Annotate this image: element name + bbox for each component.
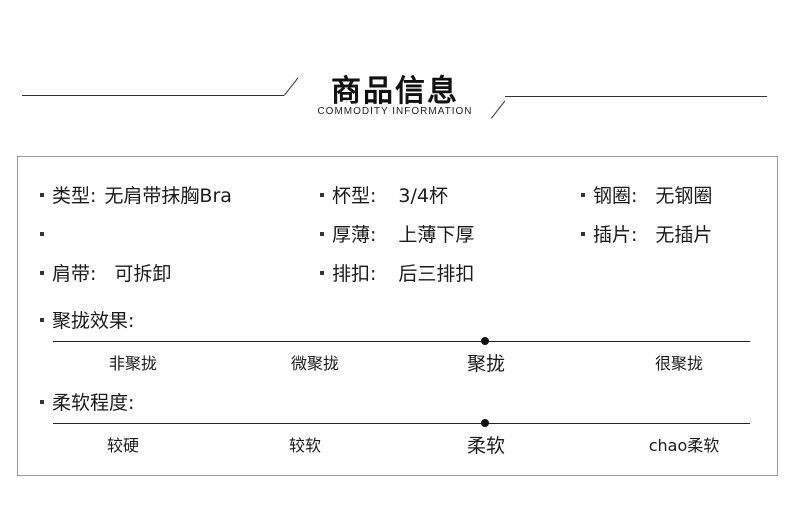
header-right-rule bbox=[505, 96, 767, 97]
bullet-icon bbox=[40, 231, 44, 236]
attr-cup-label: 杯型: bbox=[332, 185, 377, 207]
scale-softness-option-1: 较软 bbox=[288, 436, 321, 455]
bullet-icon bbox=[320, 231, 324, 236]
scale-push-up-option-1: 微聚拢 bbox=[290, 354, 339, 373]
scale-softness-option-0: 较硬 bbox=[106, 436, 139, 455]
attr-wire-value: 无钢圈 bbox=[655, 185, 713, 207]
attr-thickness-value: 上薄下厚 bbox=[398, 224, 475, 246]
attr-insert-value: 无插片 bbox=[655, 224, 713, 246]
attr-thickness-label: 厚薄: bbox=[332, 224, 377, 246]
attr-cup-value: 3/4杯 bbox=[398, 185, 448, 207]
scale-softness-option-3: chao柔软 bbox=[648, 436, 720, 455]
bullet-icon bbox=[320, 270, 324, 275]
attr-strap-value: 可拆卸 bbox=[114, 263, 172, 285]
scale-push-up-title: 聚拢效果: bbox=[40, 310, 134, 332]
bullet-icon bbox=[40, 270, 44, 275]
attr-insert-label: 插片: bbox=[593, 224, 638, 246]
attr-strap-label: 肩带: bbox=[52, 263, 97, 285]
attr-thickness: 厚薄: 上薄下厚 bbox=[320, 224, 474, 246]
section-title: 商品信息 bbox=[331, 74, 459, 109]
attr-type-label: 类型: bbox=[52, 185, 97, 207]
scale-push-up-option-3: 很聚拢 bbox=[654, 354, 703, 373]
bullet-icon bbox=[40, 317, 44, 322]
scale-push-up-option-2: 聚拢 bbox=[466, 353, 505, 375]
header-left-rule bbox=[22, 95, 284, 96]
scale-softness-option-2: 柔软 bbox=[466, 435, 505, 457]
attr-closure-value: 后三排扣 bbox=[398, 263, 475, 285]
attr-type: 类型: 无肩带抹胸Bra bbox=[40, 185, 232, 207]
scale-push-up-line bbox=[53, 341, 750, 342]
bullet-icon bbox=[320, 192, 324, 197]
attr-insert: 插片: 无插片 bbox=[581, 224, 712, 246]
scale-softness-title: 柔软程度: bbox=[40, 392, 134, 414]
attr-strap: 肩带: 可拆卸 bbox=[40, 263, 171, 285]
attr-wire: 钢圈: 无钢圈 bbox=[581, 185, 712, 207]
bullet-icon bbox=[581, 231, 585, 236]
bullet-icon bbox=[40, 192, 44, 197]
bullet-icon bbox=[40, 399, 44, 404]
attr-type-value: 无肩带抹胸Bra bbox=[104, 185, 232, 207]
attr-wire-label: 钢圈: bbox=[593, 185, 638, 207]
section-subtitle: COMMODITY INFORMATION bbox=[317, 106, 473, 117]
bullet-icon bbox=[581, 192, 585, 197]
scale-softness-marker bbox=[481, 419, 489, 427]
scale-push-up-option-0: 非聚拢 bbox=[108, 354, 157, 373]
scale-softness-title-text: 柔软程度: bbox=[52, 392, 135, 414]
attr-cup: 杯型: 3/4杯 bbox=[320, 185, 448, 207]
product-info-panel bbox=[17, 156, 778, 476]
scale-push-up-marker bbox=[481, 337, 489, 345]
scale-softness-line bbox=[53, 423, 750, 424]
scale-push-up-title-text: 聚拢效果: bbox=[52, 310, 135, 332]
attr-blank bbox=[40, 224, 60, 246]
attr-closure-label: 排扣: bbox=[332, 263, 377, 285]
attr-closure: 排扣: 后三排扣 bbox=[320, 263, 474, 285]
